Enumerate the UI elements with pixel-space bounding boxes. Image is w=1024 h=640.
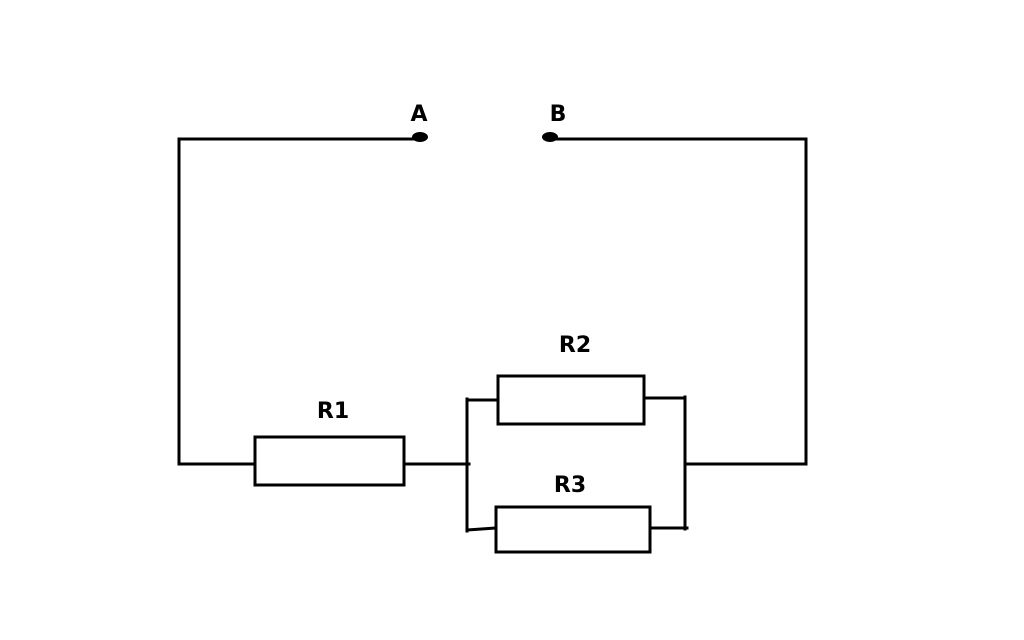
resistor-r2-label: R2: [559, 333, 591, 358]
resistor-r1-label: R1: [317, 399, 349, 424]
terminal-b-label: B: [550, 102, 567, 127]
resistor-r1: [253, 435, 406, 487]
terminal-b-dot: [542, 132, 558, 142]
resistor-r3-label: R3: [554, 473, 586, 498]
wire-left-branch: [177, 137, 420, 466]
wire-right-branch: [548, 137, 808, 466]
wire-bus-to-r3: [465, 526, 498, 532]
resistor-r2: [496, 374, 646, 426]
terminal-a-label: A: [410, 102, 427, 127]
terminal-a-dot: [412, 132, 428, 142]
resistor-r3: [494, 505, 652, 554]
